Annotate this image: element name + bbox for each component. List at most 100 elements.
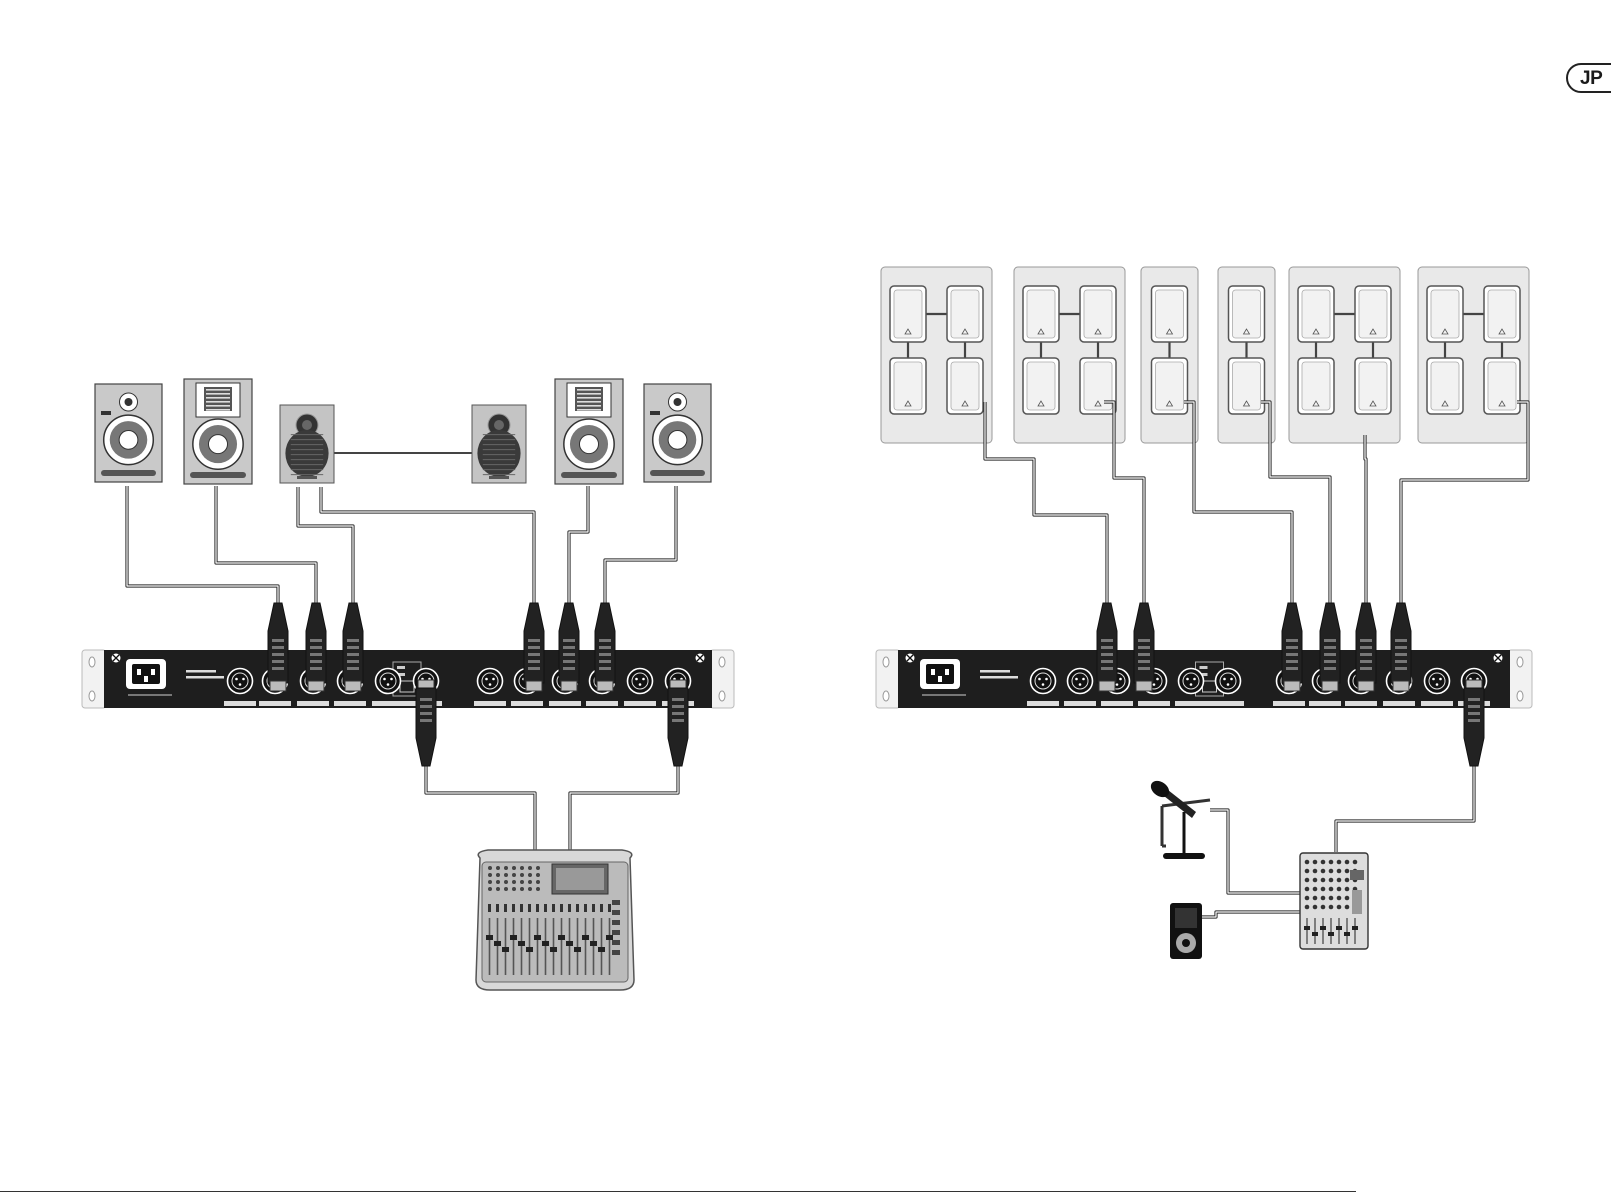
- xlr-plug: [1134, 603, 1154, 691]
- xlr-plug: [524, 603, 544, 691]
- speaker-foot: [190, 472, 246, 478]
- ceiling-speaker: [1355, 358, 1391, 414]
- jack-label: [1345, 701, 1377, 706]
- jack-label: [1064, 701, 1096, 706]
- cable-core: [1210, 810, 1300, 893]
- rack-slot: [883, 691, 889, 701]
- ceiling-speaker: [1298, 358, 1334, 414]
- rack-slot: [1517, 657, 1523, 667]
- rack-slot: [719, 657, 725, 667]
- jack-label: [1175, 701, 1207, 706]
- ceiling-speaker: [1229, 358, 1265, 414]
- jack-label: [1101, 701, 1133, 706]
- xlr-plug: [268, 603, 288, 691]
- jack-label: [1027, 701, 1059, 706]
- speaker-foot: [561, 472, 617, 478]
- cable: [1200, 912, 1300, 917]
- cable-core: [426, 762, 535, 855]
- jack-label: [297, 701, 329, 706]
- xlr-plug: [668, 680, 688, 766]
- speaker-panel: [1218, 267, 1275, 443]
- cable: [298, 487, 353, 603]
- jack-label: [474, 701, 506, 706]
- studio-monitor: [644, 384, 711, 482]
- left-figure: [82, 379, 734, 990]
- jack-label: [1309, 701, 1341, 706]
- xlr-jack: [1425, 669, 1450, 694]
- jack-label: [1273, 701, 1305, 706]
- studio-monitor: [184, 379, 252, 484]
- cable-core: [1336, 762, 1474, 852]
- xlr-plug: [1464, 680, 1484, 766]
- microphone: [1148, 778, 1210, 859]
- jack-label: [259, 701, 291, 706]
- rack-unit: [82, 650, 734, 708]
- speaker-foot: [101, 470, 156, 476]
- cable-core: [570, 762, 678, 855]
- xlr-plug: [1097, 603, 1117, 691]
- ceiling-speaker: [1298, 286, 1334, 342]
- cable-core: [569, 486, 588, 603]
- cable: [570, 762, 678, 855]
- jack-label: [1212, 701, 1244, 706]
- xlr-jack: [1216, 669, 1241, 694]
- cable: [426, 762, 535, 855]
- jack-label: [334, 701, 366, 706]
- ceiling-speaker: [1355, 286, 1391, 342]
- xlr-plug: [1282, 603, 1302, 691]
- cable-core: [298, 487, 353, 603]
- xlr-plug: [595, 603, 615, 691]
- xlr-plug: [559, 603, 579, 691]
- rack-slot: [719, 691, 725, 701]
- subwoofer: [472, 405, 526, 483]
- xlr-plug: [1356, 603, 1376, 691]
- speaker-panel: [1289, 267, 1400, 443]
- ceiling-speaker: [1080, 358, 1116, 414]
- subwoofer: [280, 405, 334, 483]
- ceiling-speaker: [947, 286, 983, 342]
- jack-label: [549, 701, 581, 706]
- xlr-plug: [1320, 603, 1340, 691]
- xlr-plug: [1391, 603, 1411, 691]
- xlr-plug: [306, 603, 326, 691]
- right-figure: [876, 267, 1532, 959]
- xlr-jack: [1031, 669, 1056, 694]
- ceiling-speaker: [890, 358, 926, 414]
- ceiling-speaker: [1023, 358, 1059, 414]
- xlr-plug: [416, 680, 436, 766]
- ceiling-speaker: [1023, 286, 1059, 342]
- speaker-panel: [1141, 267, 1198, 443]
- rack-body: [104, 650, 712, 708]
- model-label: [186, 670, 216, 673]
- cable-core: [127, 486, 278, 603]
- xlr-jack: [1179, 669, 1204, 694]
- cable: [1336, 762, 1474, 852]
- model-label: [980, 670, 1010, 673]
- jack-label: [624, 701, 656, 706]
- jack-label: [1138, 701, 1170, 706]
- ceiling-speaker: [1484, 286, 1520, 342]
- rack-slot: [1517, 691, 1523, 701]
- rack-slot: [89, 657, 95, 667]
- cable-core: [605, 486, 676, 603]
- media-player: [1170, 903, 1202, 959]
- ceiling-speaker: [1152, 358, 1188, 414]
- xlr-jack: [478, 669, 503, 694]
- jack-label: [511, 701, 543, 706]
- ceiling-speaker: [1152, 286, 1188, 342]
- studio-monitor: [555, 379, 623, 484]
- studio-monitor: [95, 384, 162, 482]
- ceiling-speaker: [890, 286, 926, 342]
- speaker-panel: [1014, 267, 1125, 443]
- ceiling-speaker: [1427, 358, 1463, 414]
- xlr-jack: [1068, 669, 1093, 694]
- ceiling-speaker: [1229, 286, 1265, 342]
- cable: [569, 486, 588, 603]
- ceiling-speaker: [1484, 358, 1520, 414]
- cable: [1210, 810, 1300, 893]
- player-screen: [1175, 908, 1197, 928]
- rack-slot: [89, 691, 95, 701]
- ceiling-speaker: [1080, 286, 1116, 342]
- jack-label: [1383, 701, 1415, 706]
